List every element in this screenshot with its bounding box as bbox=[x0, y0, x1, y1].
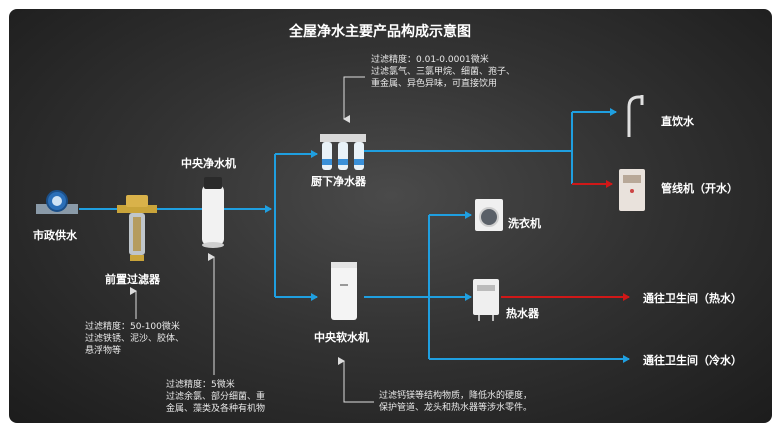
note-central-purifier: 过滤精度：5微米 过滤余氯、部分细菌、重 金属、藻类及各种有机物 bbox=[166, 380, 266, 414]
main-supply-line bbox=[79, 108, 630, 363]
label-bathroom-cold: 通往卫生间（冷水） bbox=[643, 354, 742, 367]
label-undersink-purifier: 厨下净水器 bbox=[311, 175, 366, 188]
pipe-network bbox=[36, 76, 645, 403]
heater-icon bbox=[473, 279, 499, 321]
label-central-purifier: 中央净水机 bbox=[181, 157, 236, 170]
hot-water-line bbox=[501, 180, 630, 301]
pipeline-machine-icon bbox=[619, 169, 645, 211]
note-prefilter: 过滤精度：50-100微米 过滤铁锈、泥沙、胶体、 悬浮物等 bbox=[85, 322, 185, 356]
washer-icon bbox=[475, 199, 503, 231]
label-municipal-supply: 市政供水 bbox=[33, 229, 77, 242]
label-heater: 热水器 bbox=[506, 307, 539, 320]
label-direct-drinking: 直饮水 bbox=[661, 115, 694, 128]
softener-note-arrow bbox=[338, 357, 374, 403]
diagram-canvas: 全屋净水主要产品构成示意图 市政供水 前置过滤器 中央净水机 厨下净水器 中央软… bbox=[9, 9, 772, 423]
label-prefilter: 前置过滤器 bbox=[105, 273, 160, 286]
undersink-note-arrow bbox=[343, 76, 365, 123]
central-purifier-icon bbox=[202, 177, 224, 248]
faucet-icon bbox=[627, 95, 644, 137]
label-central-softener: 中央软水机 bbox=[314, 331, 369, 344]
label-bathroom-hot: 通往卫生间（热水） bbox=[643, 292, 742, 305]
central-softener-icon bbox=[331, 262, 357, 320]
label-washer: 洗衣机 bbox=[508, 217, 541, 230]
water-meter-icon bbox=[36, 190, 78, 214]
note-undersink: 过滤精度：0.01-0.0001微米 过滤氯气、三氯甲烷、细菌、孢子、 重金属、… bbox=[371, 55, 516, 89]
note-softener: 过滤钙镁等结构物质，降低水的硬度， 保护管道、龙头和热水器等涉水零件。 bbox=[379, 391, 533, 413]
undersink-purifier-icon bbox=[320, 134, 366, 170]
label-pipeline-machine: 管线机（开水） bbox=[661, 182, 738, 195]
diagram-title: 全屋净水主要产品构成示意图 bbox=[289, 24, 471, 40]
prefilter-icon bbox=[117, 195, 157, 261]
